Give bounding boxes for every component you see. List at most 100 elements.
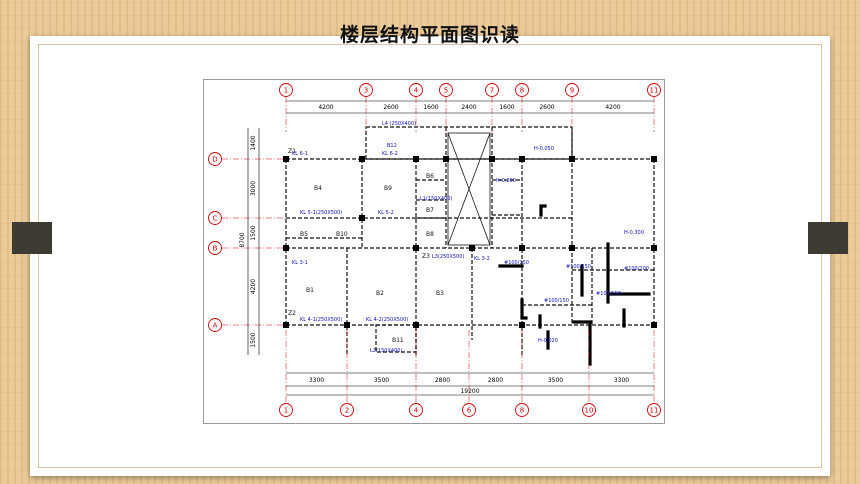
label-ref-3: #100/150 [596,291,621,297]
left-dimension: 1500 [250,225,257,240]
svg-text:1: 1 [284,87,288,95]
bottom-axis-bubble-10: 10 [582,403,596,417]
label-h-0300: H-0.300 [624,230,644,236]
label-l3: L3(250X500) [432,254,464,260]
svg-text:C: C [213,215,218,223]
bottom-dimension: 2800 [435,377,450,384]
bottom-axis-bubble-1: 1 [279,403,293,417]
label-ref-2: #100/150 [566,264,591,270]
svg-text:8: 8 [520,407,524,415]
dimension-layer: 4200 2600 1600 2400 1600 2600 4200 3300 3500 2800… [239,104,629,395]
svg-text:5: 5 [444,87,448,95]
top-axis-bubble-7: 7 [485,83,499,97]
label-ref-1: #100/150 [504,260,529,266]
slide-inner-border [38,44,822,468]
label-b5: B5 [300,231,308,238]
label-ref-4: #100/200 [624,266,649,272]
bottom-dimension: 3300 [309,377,324,384]
label-z2: Z2 [288,310,296,317]
svg-text:4: 4 [414,87,419,95]
top-dimension: 1600 [423,104,438,111]
label-l2: L2(150X400) [370,348,402,354]
left-dimension: 4200 [250,279,257,294]
bottom-dimension: 3500 [374,377,389,384]
label-b9: B9 [384,185,392,192]
left-total-dimension: 8700 [239,232,246,247]
bottom-axis-bubble-2: 2 [340,403,354,417]
svg-text:A: A [213,322,218,330]
left-axis-bubble-B: B [208,241,222,255]
left-axis-bubble-C: C [208,211,222,225]
bottom-total-dimension: 19200 [460,388,479,395]
label-b12: B12 [387,143,397,149]
top-dimension: 2600 [539,104,554,111]
bottom-axis-bubble-6: 6 [462,403,476,417]
label-kl3-1: KL 3-1 [292,260,308,266]
label-l4: L4 (250X400) [382,121,416,127]
top-axis-bubble-8: 8 [515,83,529,97]
label-h-0050: H-0.050 [534,146,554,152]
plan-linework [247,100,657,396]
label-b11: B11 [392,337,404,344]
left-dimension: 1400 [250,135,257,150]
svg-text:8: 8 [520,87,524,95]
label-b3: B3 [436,290,444,297]
svg-text:10: 10 [585,407,594,415]
svg-text:7: 7 [490,87,494,95]
label-ref-5: #100/150 [544,298,569,304]
left-dimension: 1500 [250,332,257,347]
svg-text:D: D [212,156,217,164]
top-axis-bubble-11: 11 [647,83,661,97]
top-dimension: 2600 [383,104,398,111]
svg-text:2: 2 [345,407,349,415]
left-dimension: 3000 [250,181,257,196]
label-kl5-2: KL 5-2 [378,210,394,216]
label-kl5-1: KL 5-1(250X500) [300,210,342,216]
top-dimension: 4200 [318,104,333,111]
svg-text:6: 6 [467,407,472,415]
top-axis-bubble-5: 5 [439,83,453,97]
slide-title: 楼层结构平面图识读 [339,24,520,46]
label-kl4-2: KL 4-2(250X500) [366,317,408,323]
label-b1: B1 [306,287,314,294]
label-z1: Z1 [288,148,296,155]
label-kl3-2: KL 3-2 [474,256,490,262]
label-z3: Z3 [422,253,430,260]
svg-text:11: 11 [650,407,659,415]
label-h-0020: H-0.020 [538,338,558,344]
top-dimension: 1600 [499,104,514,111]
top-axis-bubble-3: 3 [359,83,373,97]
bottom-dimension: 3500 [548,377,563,384]
label-kl6-2: KL 6-2 [382,151,398,157]
svg-text:3: 3 [364,87,368,95]
label-b4: B4 [314,185,322,192]
bottom-axis-bubble-8: 8 [515,403,529,417]
left-axis-bubble-D: D [208,152,222,166]
top-axis-bubble-1: 1 [279,83,293,97]
top-dimension: 2400 [461,104,476,111]
bottom-dimension: 3300 [614,377,629,384]
label-l1: L1(150X400) [420,196,452,202]
svg-text:9: 9 [570,87,574,95]
label-kl6-1: KL 6-1 [292,151,308,157]
bottom-dimension: 2800 [488,377,503,384]
label-h-0200: H-0.200 [496,178,516,184]
label-b6: B6 [426,173,434,180]
top-axis-bubble-4: 4 [409,83,423,97]
bottom-axis-bubble-4: 4 [409,403,423,417]
label-b8: B8 [426,231,434,238]
plan-annotations: L4 (250X400) B12 KL 6-2 KL 6-1 H-0.050 H… [288,121,649,354]
left-tab-decoration [12,222,52,254]
left-axis-bubble-A: A [208,318,222,332]
right-tab-decoration [808,222,848,254]
label-b7: B7 [426,207,434,214]
svg-text:11: 11 [650,87,659,95]
svg-text:1: 1 [284,407,288,415]
svg-text:B: B [213,245,218,253]
label-kl4-1: KL 4-1(250X500) [300,317,342,323]
label-b10: B10 [336,231,348,238]
top-axis-bubble-9: 9 [565,83,579,97]
